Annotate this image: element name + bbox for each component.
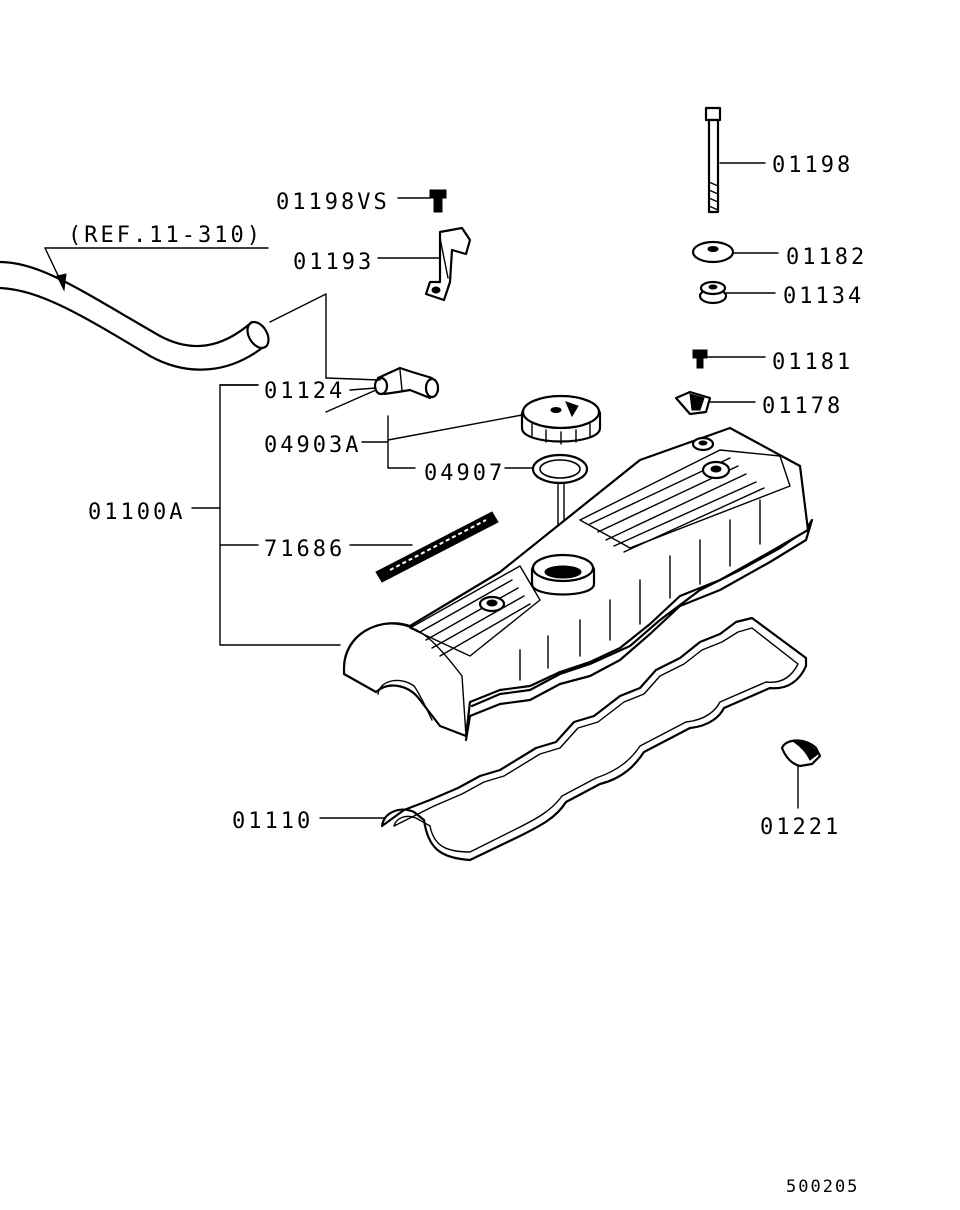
washer-icon	[691, 240, 735, 264]
figure-code: 500205	[786, 1177, 859, 1197]
label-01181: 01181	[772, 350, 853, 375]
breather-hose	[0, 260, 270, 371]
semicircle-plug-icon	[780, 739, 822, 768]
ref-label: (REF.11-310)	[68, 223, 263, 248]
ref-callout: (REF.11-310)	[44, 223, 269, 292]
oil-cap-icon	[520, 394, 602, 445]
cover-gasket-icon	[380, 616, 808, 862]
label-01198VS: 01198VS	[276, 190, 390, 215]
bolt-vs-icon	[429, 189, 447, 213]
long-bolt-icon	[704, 106, 722, 214]
label-01100A: 01100A	[88, 500, 185, 525]
label-04907: 04907	[424, 461, 505, 486]
grommet-icon	[698, 280, 728, 305]
label-04903A: 04903A	[264, 433, 361, 458]
label-01178: 01178	[762, 394, 843, 419]
label-01124: 01124	[264, 379, 345, 404]
emblem-icon	[375, 511, 499, 583]
label-01110: 01110	[232, 809, 313, 834]
label-01193: 01193	[293, 250, 374, 275]
pcv-valve-icon	[373, 366, 440, 400]
valve-cover-icon	[342, 426, 814, 742]
label-01134: 01134	[783, 284, 864, 309]
label-01221: 01221	[760, 815, 841, 840]
clip-icon	[674, 390, 712, 416]
bracket-icon	[424, 226, 472, 302]
small-bolt-icon	[692, 349, 708, 369]
label-01198: 01198	[772, 153, 853, 178]
label-71686: 71686	[264, 537, 345, 562]
label-01182: 01182	[786, 245, 867, 270]
oil-cap-gasket-icon	[531, 453, 589, 485]
